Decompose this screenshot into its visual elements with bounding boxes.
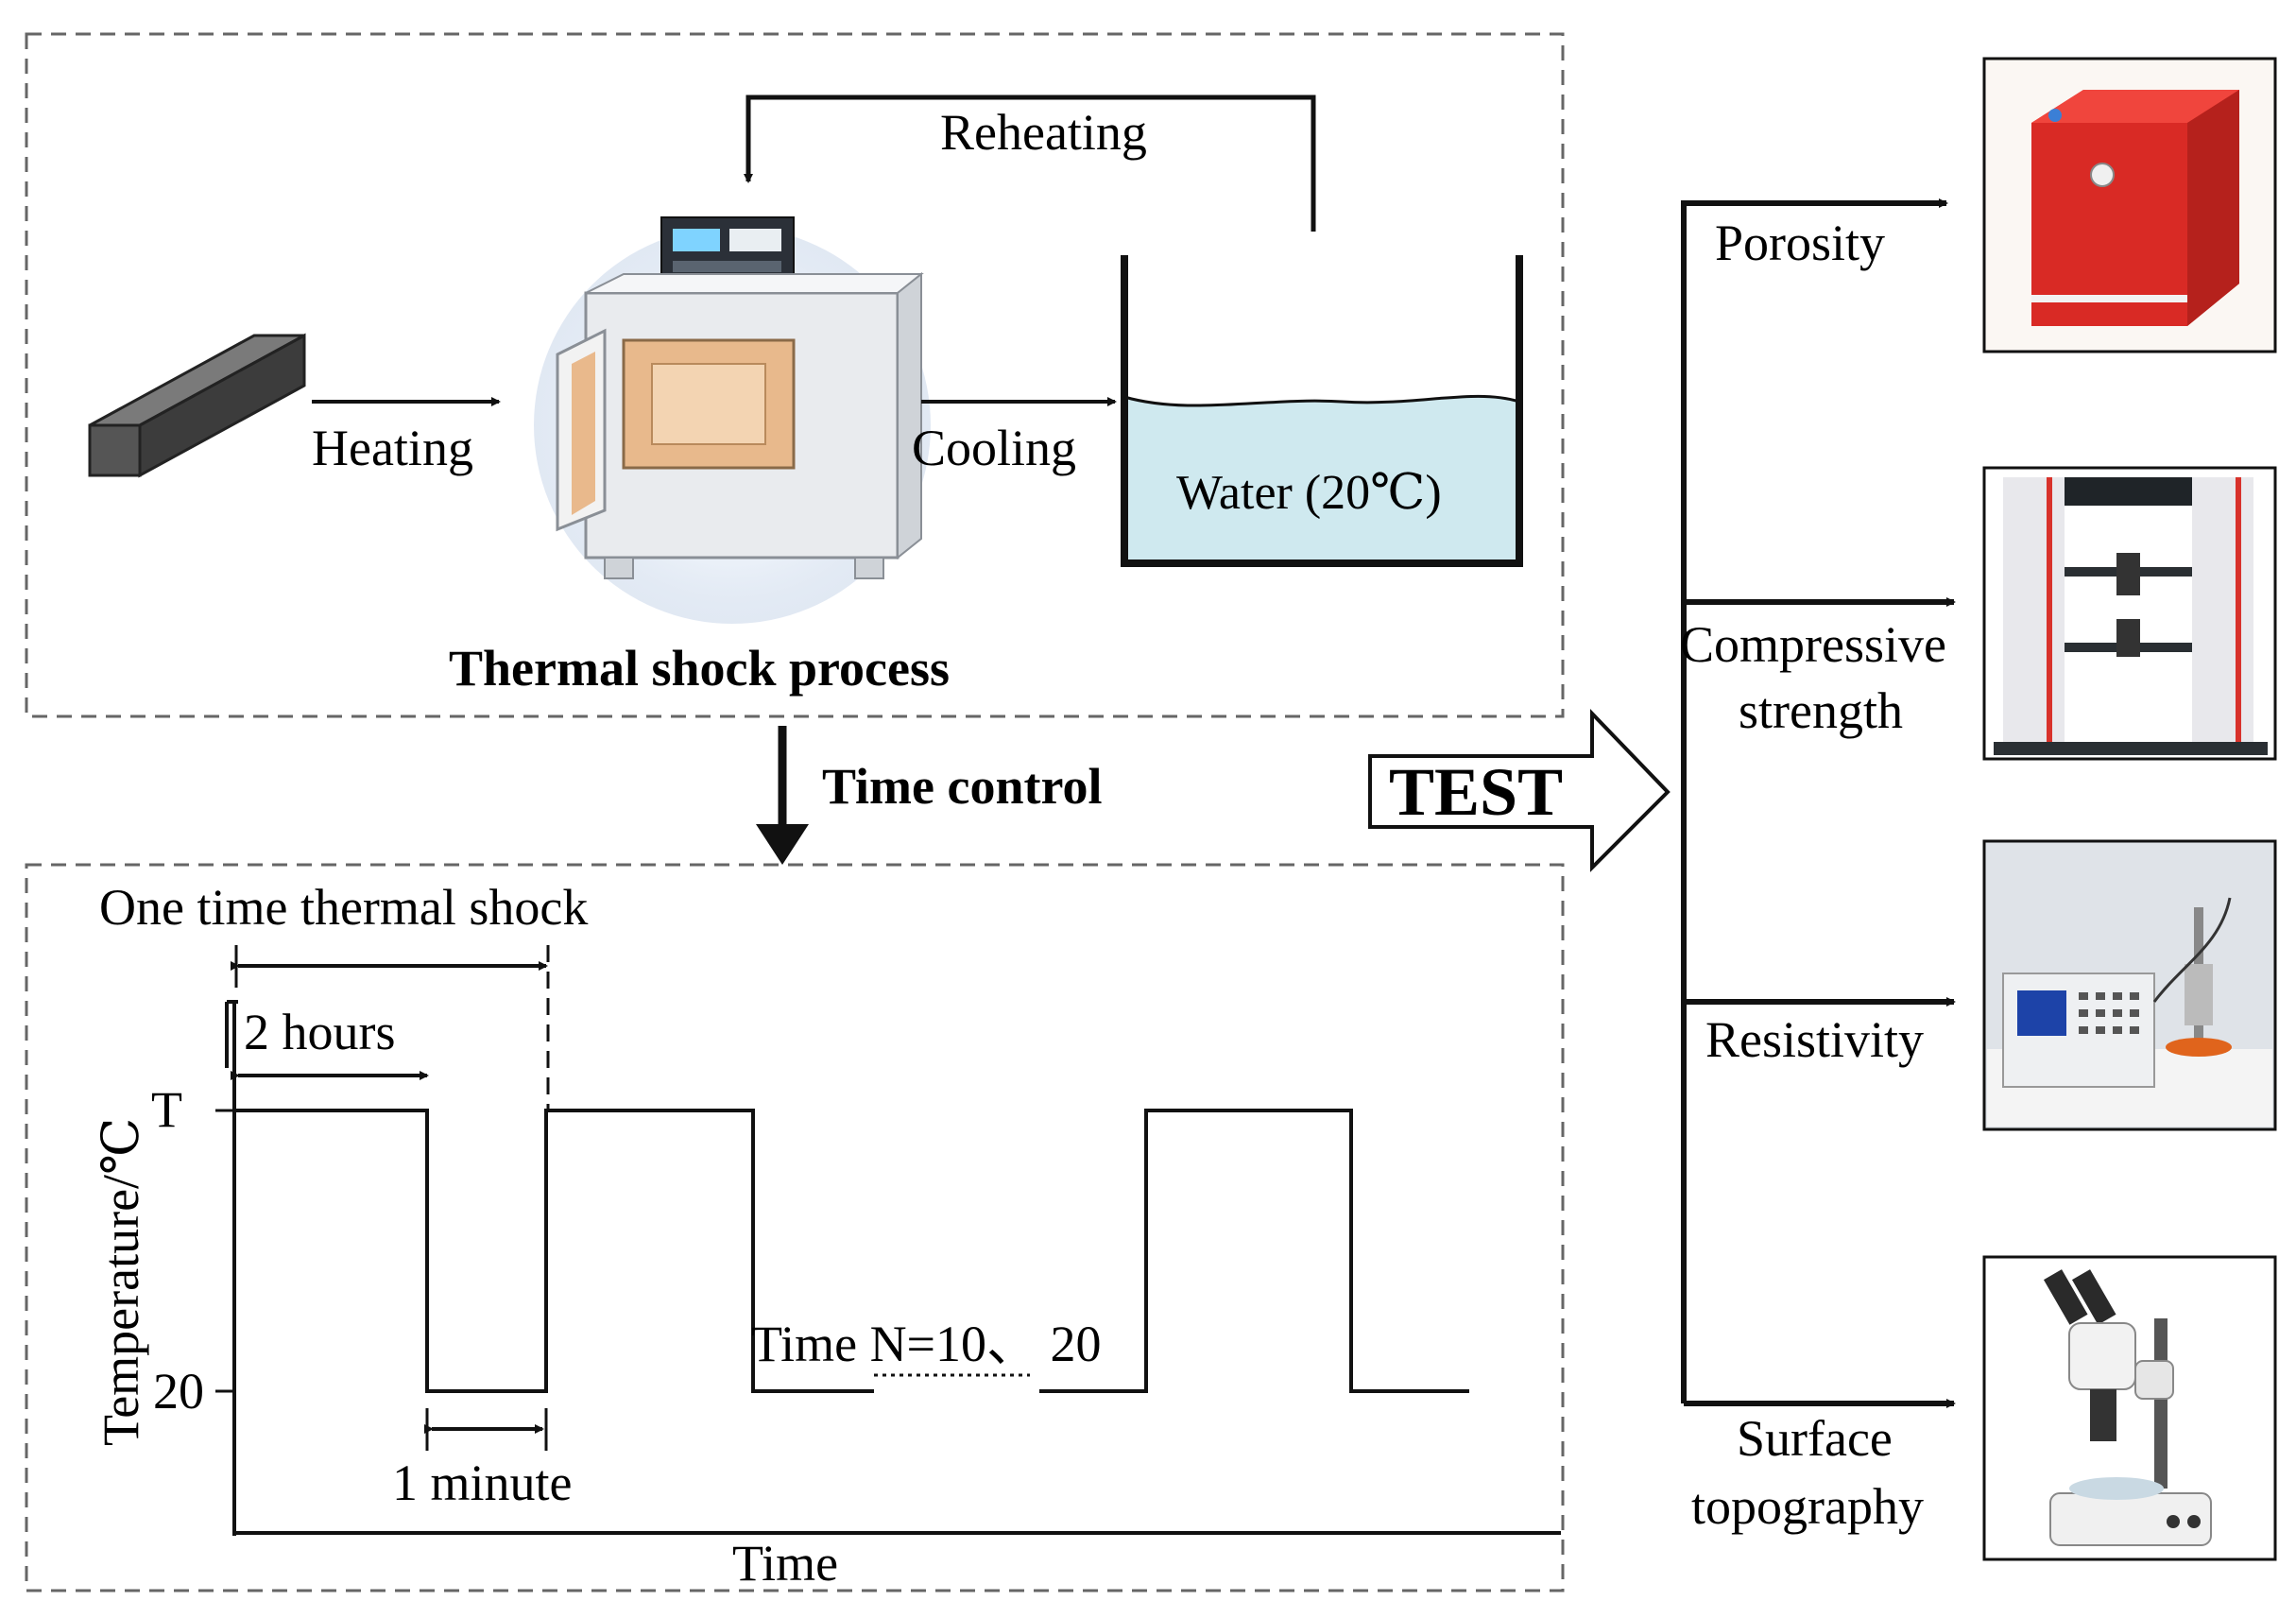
reheating-label: Reheating xyxy=(940,104,1147,161)
test-porosity-label: Porosity xyxy=(1715,215,1885,271)
cycle-count-prefix: Time xyxy=(751,1316,870,1372)
resistivity-meter-icon xyxy=(1982,839,2277,1131)
y-tick-20-label: 20 xyxy=(153,1363,204,1420)
y-tick-T-label: T xyxy=(151,1081,182,1138)
test-compressive-label-1: Compressive xyxy=(1680,616,1946,673)
testing-machine-icon xyxy=(1982,466,2277,761)
specimen-bar-icon xyxy=(88,333,306,478)
test-label: TEST xyxy=(1389,754,1563,830)
cycle-count-suffix: 、 20 xyxy=(986,1316,1102,1372)
test-compressive-label-2: strength xyxy=(1739,682,1903,739)
test-arrow xyxy=(1368,709,1671,872)
cooling-label: Cooling xyxy=(912,420,1076,476)
test-surface-label-1: Surface xyxy=(1737,1410,1893,1467)
water-bath-icon xyxy=(1121,255,1523,567)
microscope-icon xyxy=(1982,1255,2277,1561)
water-label: Water (20℃) xyxy=(1176,466,1442,520)
cycle-count-value: N=10 xyxy=(870,1316,986,1372)
cycle-count-label: Time N=10、 20 xyxy=(751,1316,1102,1372)
heating-label: Heating xyxy=(312,420,473,476)
time-control-arrowhead xyxy=(756,824,809,865)
one-time-shock-label: One time thermal shock xyxy=(99,879,588,936)
test-resistivity-label: Resistivity xyxy=(1705,1011,1924,1068)
time-control-label: Time control xyxy=(822,758,1102,815)
temperature-curve-2 xyxy=(1039,1109,1469,1393)
two-hours-label: 2 hours xyxy=(244,1004,396,1060)
process-title: Thermal shock process xyxy=(449,640,950,697)
reheating-arrow xyxy=(744,95,1316,232)
one-minute-label: 1 minute xyxy=(392,1454,572,1511)
y-axis-label: Temperature/℃ xyxy=(93,1118,149,1446)
test-surface-label-2: topography xyxy=(1691,1478,1924,1535)
chart-frame xyxy=(25,863,1565,1592)
process-frame xyxy=(25,32,1565,718)
porosity-meter-icon xyxy=(1982,57,2277,353)
furnace-icon xyxy=(534,216,931,624)
x-axis-label: Time xyxy=(732,1535,838,1592)
temperature-curve-1 xyxy=(234,1109,874,1393)
